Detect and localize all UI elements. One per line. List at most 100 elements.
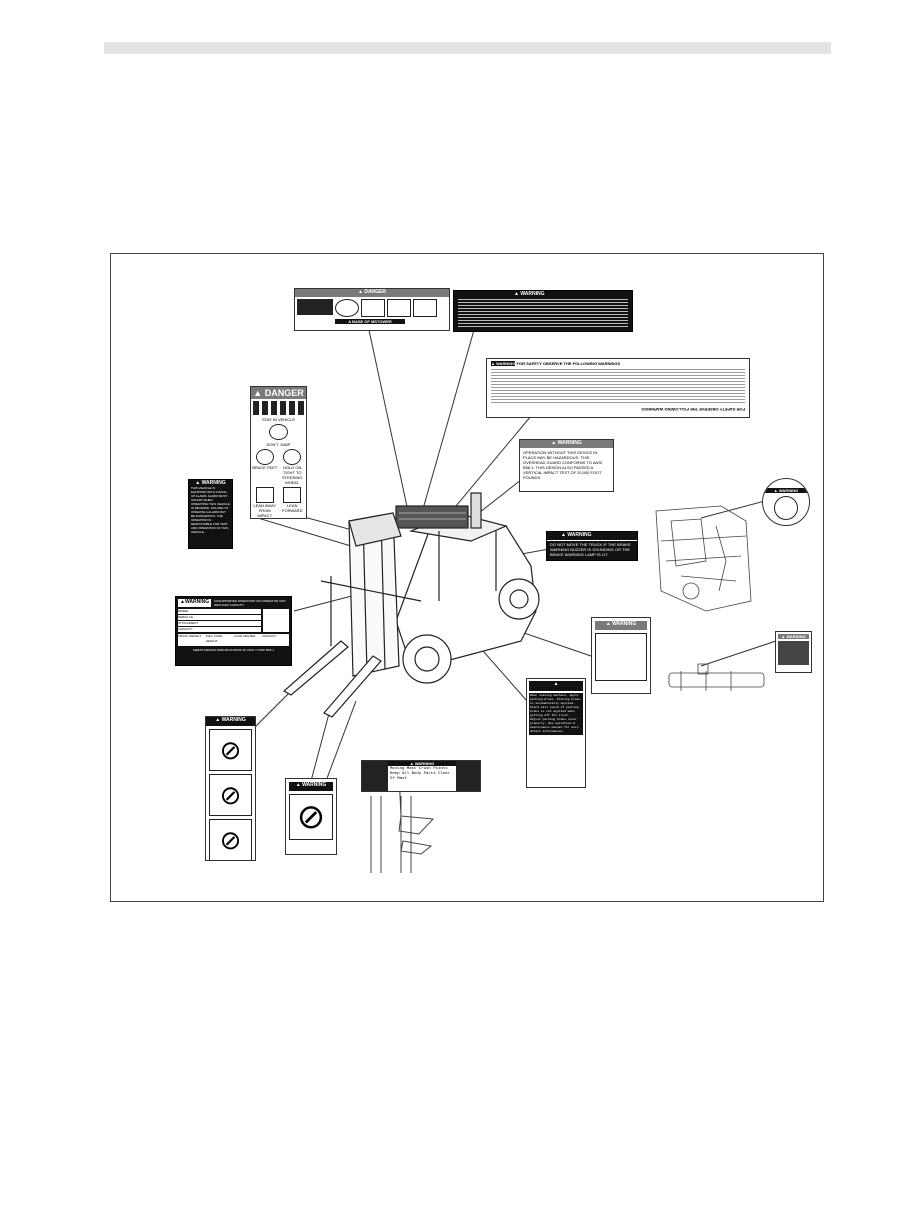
warning-decal-top: ▲ WARNING — [453, 290, 633, 332]
field-model: MODEL — [178, 609, 261, 615]
decal-body: DO NOT MOVE THE TRUCK IF THE BRAKE WARNI… — [550, 542, 631, 557]
warning-triangle-icon: ▲ — [781, 634, 787, 639]
person-icon — [361, 299, 385, 317]
decal-header: ▲ WARNING — [195, 480, 226, 486]
operator-icon — [335, 299, 359, 317]
safety-instructions-decal: ▲ WARNING FOR SAFETY OBSERVE THE FOLLOWI… — [486, 358, 750, 418]
fine-print-block — [458, 299, 628, 327]
fork-warning-decal: ▲ WARNING ⊘ ⊘ ⊘ — [205, 716, 256, 861]
decal-header: ▲ WARNING — [547, 532, 637, 541]
operator-icon — [255, 487, 274, 503]
engine-sketch — [655, 505, 752, 612]
decal-body: Moving Mast Crush Points Keep All Body P… — [390, 767, 451, 781]
decal-header: ▲ WARNING — [520, 440, 613, 448]
backup-alarm-decal: ▲ WARNING THIS VEHICLE IS EQUIPPED WITH … — [188, 479, 233, 549]
decal-header: ▲ WARNING — [595, 621, 647, 630]
parking-brake-decal: ▲ When leaving machine, apply parking br… — [526, 678, 586, 788]
crush-pictogram-icon — [456, 761, 480, 791]
decal-header: ▲ — [529, 681, 583, 691]
seatbelt-pictogram-icon — [595, 633, 647, 681]
pictogram-row — [251, 449, 306, 465]
caption-brace: BRACE FEET — [252, 465, 278, 470]
tipover-pictogram-icon — [253, 401, 304, 415]
figure-frame: ▲ DANGER A BASE OF MSTOWER ▲ WARNING ▲ W… — [110, 253, 824, 902]
seatbelt-warning-decal: ▲ WARNING — [591, 617, 651, 694]
crush-pictogram-icon — [362, 761, 388, 791]
decal-header: ▲ DANGER — [295, 289, 449, 297]
danger-decal-top: ▲ DANGER A BASE OF MSTOWER — [294, 288, 450, 331]
warning-triangle-icon: ▲ — [514, 291, 521, 297]
capacity-diagram-icon — [263, 609, 289, 632]
fan-icon — [774, 496, 798, 520]
nameplate-decal: ▲WARNING UNSUPPORTED OPERATION OR OPERAT… — [175, 596, 292, 666]
nameplate-fields: MODEL SERIAL No. ATTACHMENT CAPACITY — [178, 609, 289, 632]
warning-triangle-icon: ▲ — [551, 440, 558, 446]
field-attachment: ATTACHMENT — [178, 621, 261, 627]
fine-print-columns — [491, 369, 745, 405]
nameplate-footer: MEETS DESIGN SPECIFICATIONS OF ANSI / IT… — [193, 648, 274, 652]
caption-lean-forward: LEAN FORWARD — [282, 503, 303, 513]
hand-pinch-icon — [778, 641, 809, 665]
table-head-capacity: CAPACITY — [262, 634, 277, 638]
operator-icon — [269, 424, 288, 440]
operator-icon — [283, 487, 302, 503]
operator-icon — [283, 449, 302, 465]
decal-header: ▲ WARNING — [206, 717, 255, 726]
warning-triangle-icon: ▲ — [215, 717, 222, 723]
table-head-weight: TRUCK WEIGHT — [178, 634, 202, 638]
warning-triangle-icon: ▲ — [195, 480, 202, 486]
decal-header: ▲ WARNING — [289, 782, 333, 791]
warning-triangle-icon: ▲ — [561, 532, 568, 538]
forklift-illustration — [245, 329, 777, 873]
decal-header: ▲ WARNING — [388, 761, 456, 766]
decal-header: ▲ WARNING — [778, 634, 809, 639]
warning-badge-icon: ▲ WARNING — [491, 361, 516, 366]
caption-stay: STAY IN VEHICLE — [261, 417, 296, 422]
cylinder-sketch — [668, 663, 765, 691]
decal-body: THIS VEHICLE IS EQUIPPED WITH A BACK-UP … — [191, 486, 230, 534]
table-head-center: LOAD CENTER — [234, 634, 256, 638]
field-serial: SERIAL No. — [178, 615, 261, 621]
decal-footer: FOR SAFETY OBSERVE THE FOLLOWING WARNING… — [641, 407, 745, 412]
table-head-height: MAX. FORK HEIGHT — [206, 634, 223, 643]
pictogram-row — [295, 297, 449, 319]
person-icon — [387, 299, 411, 317]
warning-triangle-icon: ▲ — [253, 388, 265, 398]
radiator-warning-decal: ▲ WARNING — [762, 478, 810, 526]
person-icon — [413, 299, 437, 317]
warning-triangle-icon: ▲ — [553, 681, 559, 687]
caption-row: BRACE FEET HOLD ON TIGHT TO STEERING WHE… — [251, 465, 306, 485]
prohibited-icon: ⊘ — [209, 729, 252, 771]
caption-hold: HOLD ON TIGHT TO STEERING WHEEL — [282, 465, 303, 485]
decal-heading: ▲ WARNING FOR SAFETY OBSERVE THE FOLLOWI… — [491, 361, 621, 366]
danger-tipover-decal: ▲ DANGER STAY IN VEHICLE DON'T JUMP BRAC… — [250, 386, 307, 519]
warning-triangle-icon: ▲ — [357, 289, 365, 295]
caption-row: LEAN AWAY FROM IMPACT LEAN FORWARD — [251, 503, 306, 518]
field-capacity: CAPACITY — [178, 627, 193, 631]
warning-badge: ▲WARNING — [178, 599, 212, 607]
decal-header: ▲ WARNING — [514, 291, 545, 297]
warning-triangle-icon: ▲ — [605, 621, 613, 627]
hand-pinch-decal: ▲ WARNING — [775, 631, 812, 673]
caption-lean-away: LEAN AWAY FROM IMPACT — [253, 503, 277, 518]
forklift-body — [282, 492, 540, 718]
decal-header: ▲ DANGER — [251, 387, 306, 399]
decal-footer: A BASE OF MSTOWER — [335, 319, 405, 324]
warning-triangle-icon: ▲ — [409, 761, 415, 766]
nameplate-table: TRUCK WEIGHT MAX. FORK HEIGHT LOAD CENTE… — [178, 634, 289, 646]
warning-triangle-icon: ▲ — [773, 488, 779, 493]
decal-body: When leaving machine, apply parking brak… — [529, 693, 583, 735]
warning-triangle-icon: ▲ — [295, 782, 303, 788]
nameplate-note: UNSUPPORTED OPERATION OR OPERATOR UNIT R… — [214, 599, 286, 607]
pictogram-row — [251, 487, 306, 503]
brake-buzzer-decal: ▲ WARNING DO NOT MOVE THE TRUCK IF THE B… — [546, 531, 638, 561]
decal-body: OPERATION WITHOUT THIS DEVICE IN PLACE M… — [523, 450, 603, 480]
mast-warning-decal: ▲ WARNING ⊘ — [285, 778, 337, 855]
prohibited-icon: ⊘ — [289, 794, 333, 840]
mast-crush-decal: ▲ WARNING Moving Mast Crush Points Keep … — [361, 760, 481, 792]
prohibited-icon: ⊘ — [209, 774, 252, 816]
operator-icon — [255, 449, 274, 465]
decal-header: ▲ WARNING — [763, 488, 809, 493]
mast-crush-sketch — [370, 796, 435, 873]
warning-triangle-icon: ▲ — [180, 599, 185, 605]
